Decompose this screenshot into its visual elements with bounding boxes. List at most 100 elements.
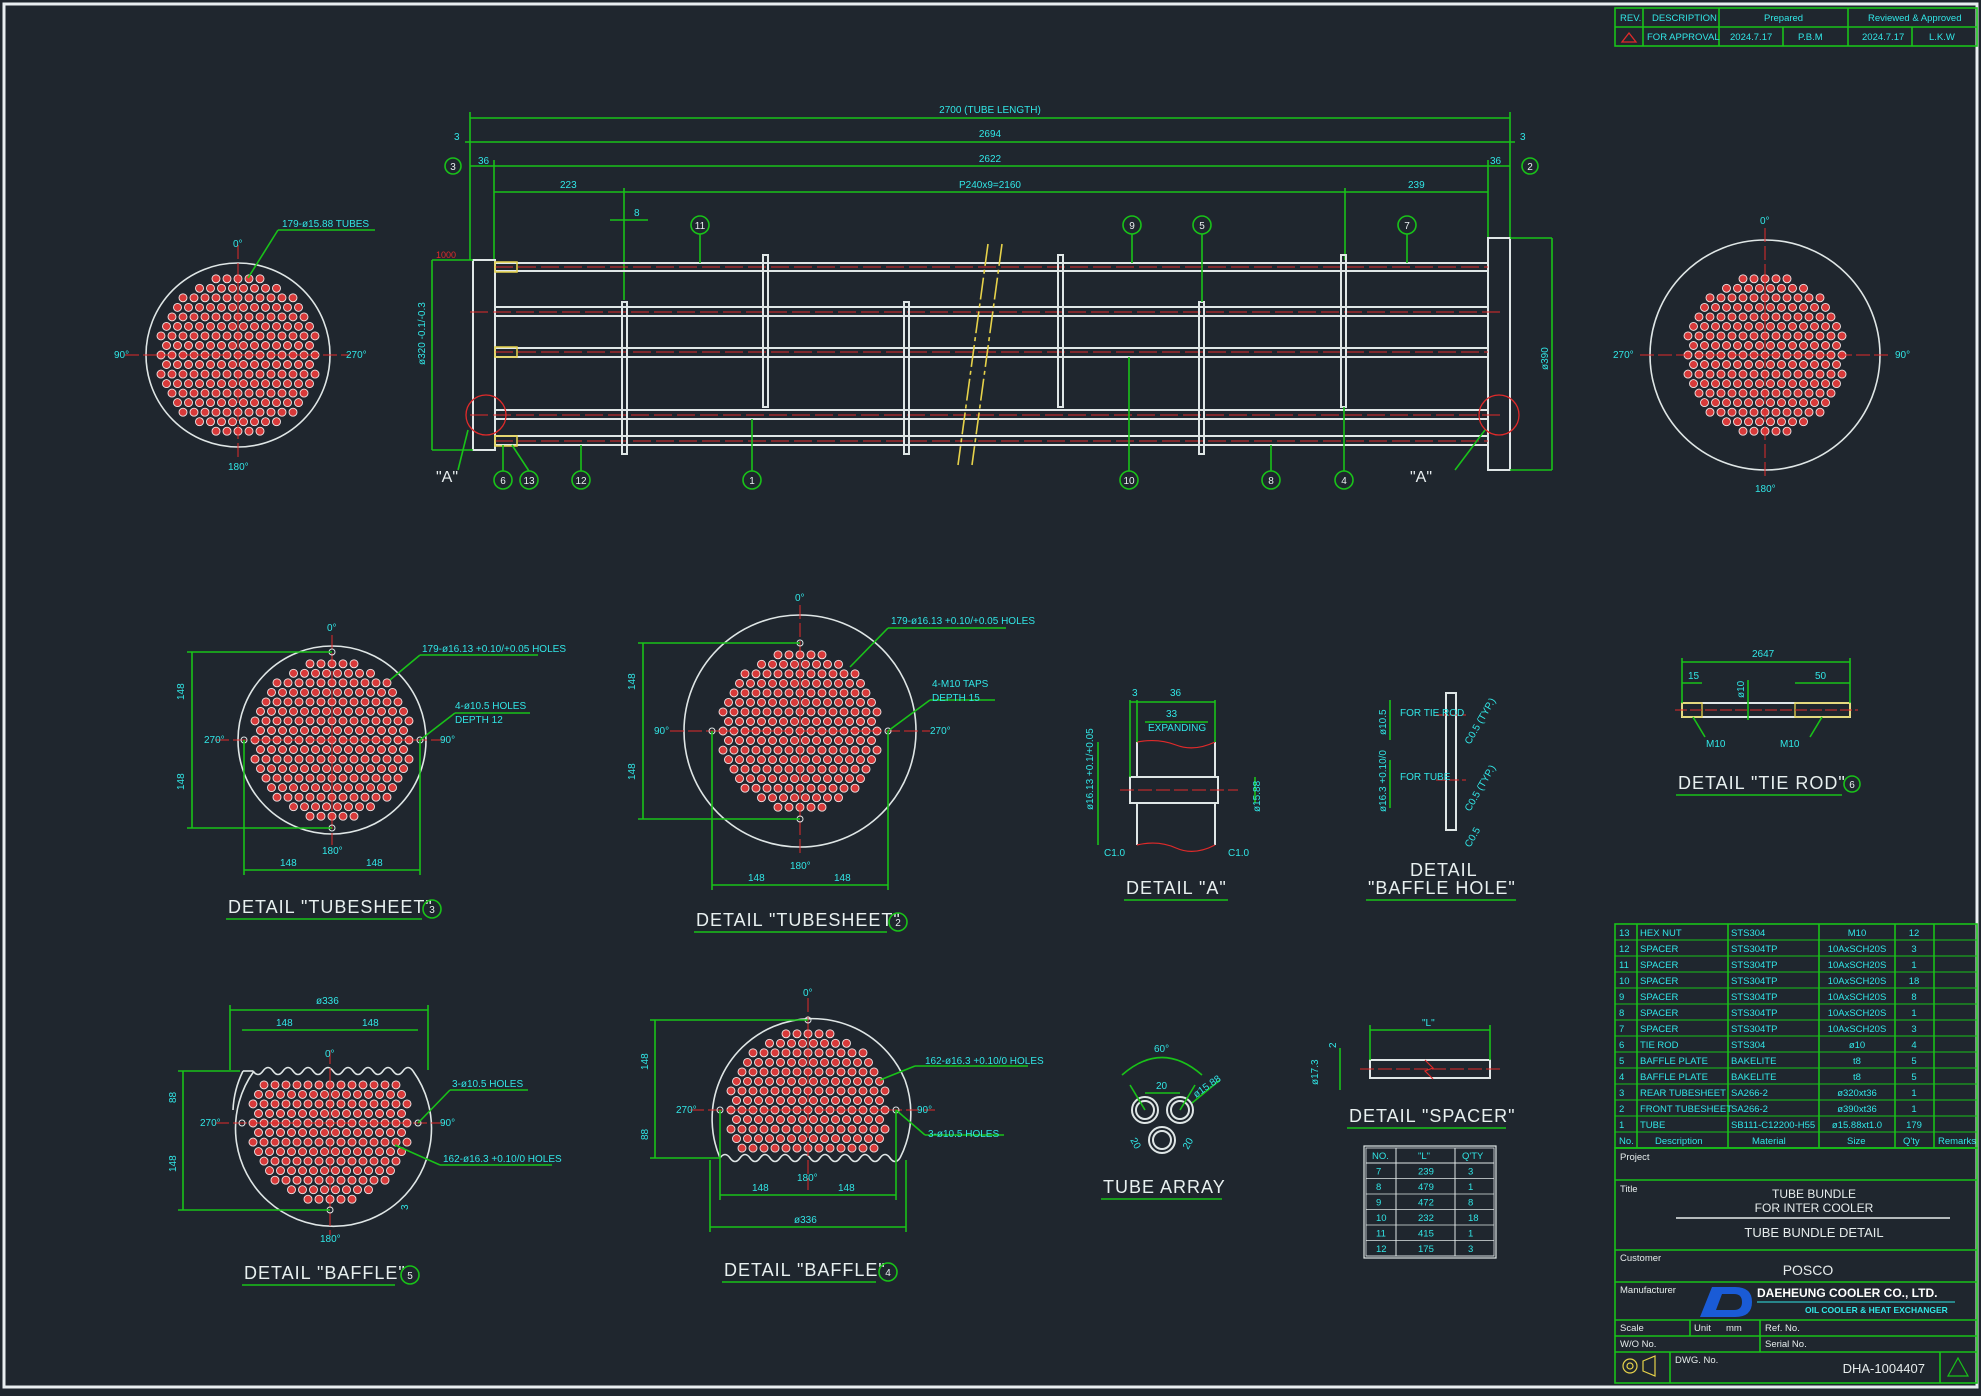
tube-hole <box>261 417 270 427</box>
tube-hole <box>360 716 370 726</box>
tube-hole <box>812 659 821 669</box>
tube-hole-pattern <box>156 274 320 436</box>
hex-nut-bottom <box>494 435 518 447</box>
ts2-holes-note: 179-ø16.13 +0.10/+0.05 HOLES <box>891 616 1035 627</box>
tube-hole <box>300 687 309 697</box>
tube-hole <box>277 388 287 398</box>
tube-hole <box>820 1038 829 1048</box>
tube-hole <box>353 1147 362 1157</box>
tube-hole <box>1799 360 1808 369</box>
tube-hole <box>1804 331 1814 341</box>
tube-hole <box>294 398 303 408</box>
tube-hole <box>388 745 397 754</box>
tube-hole <box>355 783 364 793</box>
tube-hole <box>206 398 215 408</box>
tube-hole <box>283 398 292 408</box>
tube-hole <box>162 360 171 369</box>
tube-hole <box>1683 331 1693 341</box>
tube-hole <box>300 668 309 678</box>
tube-hole <box>751 745 761 755</box>
tube-hole <box>303 1137 313 1147</box>
tube-hole <box>298 1109 307 1118</box>
tube-hole <box>831 1038 840 1048</box>
tube-hole <box>856 717 865 726</box>
tube-hole <box>858 1124 868 1134</box>
tb-scale-label: Scale <box>1620 1323 1644 1334</box>
ts3-dim-148-a: 148 <box>176 683 187 700</box>
tube-hole <box>801 736 810 745</box>
tube-hole <box>732 1096 741 1105</box>
tube-hole <box>770 1086 780 1096</box>
dim-pitch: P240x9=2160 <box>959 180 1021 191</box>
tube-hole <box>386 1089 395 1099</box>
balloon-6: 6 <box>493 445 513 490</box>
tube-hole <box>875 1115 884 1124</box>
tube-hole <box>784 650 794 660</box>
tube-hole <box>1733 398 1742 408</box>
tube-hole <box>732 1076 741 1086</box>
tube-hole <box>162 379 171 389</box>
tube-hole <box>344 783 353 793</box>
tube-hole <box>255 331 265 341</box>
tube-hole <box>798 1076 807 1086</box>
detail-a-dim-33: 33 <box>1166 709 1178 720</box>
tube-hole <box>366 745 375 754</box>
tb-title-line2: FOR INTER COOLER <box>1755 1201 1874 1215</box>
b4-d336: ø336 <box>794 1215 817 1226</box>
b4-148-b: 148 <box>752 1183 769 1194</box>
tube-hole <box>842 1134 851 1144</box>
front-tubesheet-elevation <box>1487 237 1511 471</box>
tube-hole <box>864 1096 873 1105</box>
tube-hole <box>1777 360 1786 369</box>
ta-20-top: 20 <box>1156 1081 1168 1092</box>
tube-hole <box>1788 379 1797 389</box>
balloon-2: 2 <box>1521 157 1539 175</box>
tube-hole <box>1755 321 1764 331</box>
tube-hole <box>1744 302 1753 312</box>
tube-hole <box>267 764 276 774</box>
tube-hole <box>757 697 766 707</box>
tube-hole <box>256 706 265 716</box>
bh-d105: ø10.5 <box>1378 709 1389 735</box>
tube-hole <box>239 417 248 427</box>
tube-hole <box>299 388 309 398</box>
tube-hole <box>349 659 359 669</box>
tube-hole <box>834 697 843 707</box>
tube-hole <box>281 1175 291 1185</box>
tube-hole <box>1771 369 1781 379</box>
tube-hole <box>200 369 210 379</box>
spacer-table-cell: 175 <box>1418 1244 1434 1255</box>
tube-hole <box>178 388 188 398</box>
tr-m10-left: M10 <box>1706 739 1726 750</box>
tube-hole <box>1727 369 1737 379</box>
tube-hole <box>265 1128 274 1137</box>
balloon-10: 10 <box>1119 357 1139 490</box>
tube-hole <box>162 321 171 331</box>
tube-hole <box>178 407 188 417</box>
bom-cell: SPACER <box>1640 1008 1679 1019</box>
tube-hole <box>316 678 326 688</box>
tube-hole <box>386 1147 395 1157</box>
tube-hole <box>812 774 821 784</box>
tube-hole <box>195 417 204 427</box>
tube-hole <box>856 678 865 688</box>
ts3-270deg: 270° <box>204 735 225 746</box>
bh-d163: ø16.3 +0.10/0 <box>1378 750 1389 812</box>
tube-hole <box>178 312 188 322</box>
tube-hole <box>847 1143 857 1153</box>
b4-0deg: 0° <box>803 988 813 999</box>
tube-hole <box>869 1143 879 1153</box>
balloon-12: 12 <box>571 445 591 490</box>
tube-hole <box>853 1134 862 1144</box>
tube-hole <box>272 379 281 389</box>
b4-title: DETAIL "BAFFLE" <box>724 1260 886 1280</box>
bh-c05-a: C0.5 (TYP.) <box>1463 696 1498 746</box>
dim-36-left: 36 <box>478 156 490 167</box>
tube-hole <box>1799 302 1808 312</box>
dim-239: 239 <box>1408 180 1425 191</box>
tube-hole <box>393 697 403 707</box>
tube-hole <box>195 398 204 408</box>
bom-cell: 1 <box>1911 1088 1916 1099</box>
b4-90deg: 90° <box>917 1105 932 1116</box>
